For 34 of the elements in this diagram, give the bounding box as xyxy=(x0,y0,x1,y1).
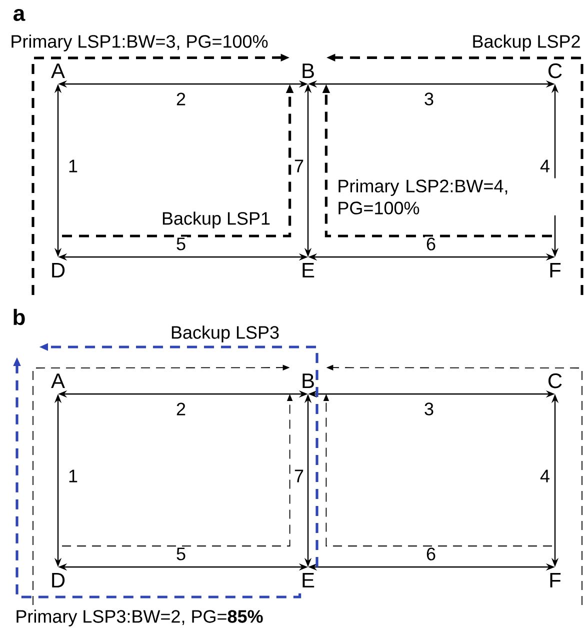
edge-label: 2 xyxy=(175,402,187,416)
edge-label: 1 xyxy=(67,468,79,484)
edge-label: 4 xyxy=(539,468,551,484)
panel-label: b xyxy=(14,308,25,326)
edge-label: Backup LSP2 xyxy=(470,34,582,52)
edge-label: Backup LSP3 xyxy=(169,324,281,344)
edge-label: 7 xyxy=(293,158,305,174)
node-letter: A xyxy=(51,374,65,388)
node-letter: A xyxy=(51,64,65,78)
edge-label: 7 xyxy=(293,468,305,484)
node-letter: C xyxy=(548,373,562,388)
edge-label: 1 xyxy=(67,158,79,174)
edge-label: 6 xyxy=(425,236,437,252)
node-letter: F xyxy=(550,262,561,278)
edge-label: 3 xyxy=(423,402,435,416)
node-letter: F xyxy=(550,572,561,588)
edge-label: Primary LSP1:BW=3, PG=100% xyxy=(9,34,270,52)
panel-label: a xyxy=(14,8,26,22)
edge-label: Backup LSP1 xyxy=(160,210,272,230)
edge-label: 5 xyxy=(175,236,187,252)
edge-label: 4 xyxy=(539,158,551,174)
edge-label: Primary LSP2:BW=4, PG=100% xyxy=(336,178,558,216)
node-letter: E xyxy=(302,262,314,278)
node-letter: C xyxy=(548,63,562,78)
edge-label: Primary LSP3:BW=2, PG=85% xyxy=(14,608,264,628)
edge-label: 3 xyxy=(423,92,435,106)
edge-label: 2 xyxy=(175,92,187,106)
edge-label: 5 xyxy=(175,546,187,562)
node-letter: B xyxy=(302,64,314,78)
node-letter: D xyxy=(52,262,65,278)
edge-label: 6 xyxy=(425,546,437,562)
node-letter: E xyxy=(302,572,314,588)
node-letter: B xyxy=(302,374,314,388)
node-letter: D xyxy=(52,572,65,588)
